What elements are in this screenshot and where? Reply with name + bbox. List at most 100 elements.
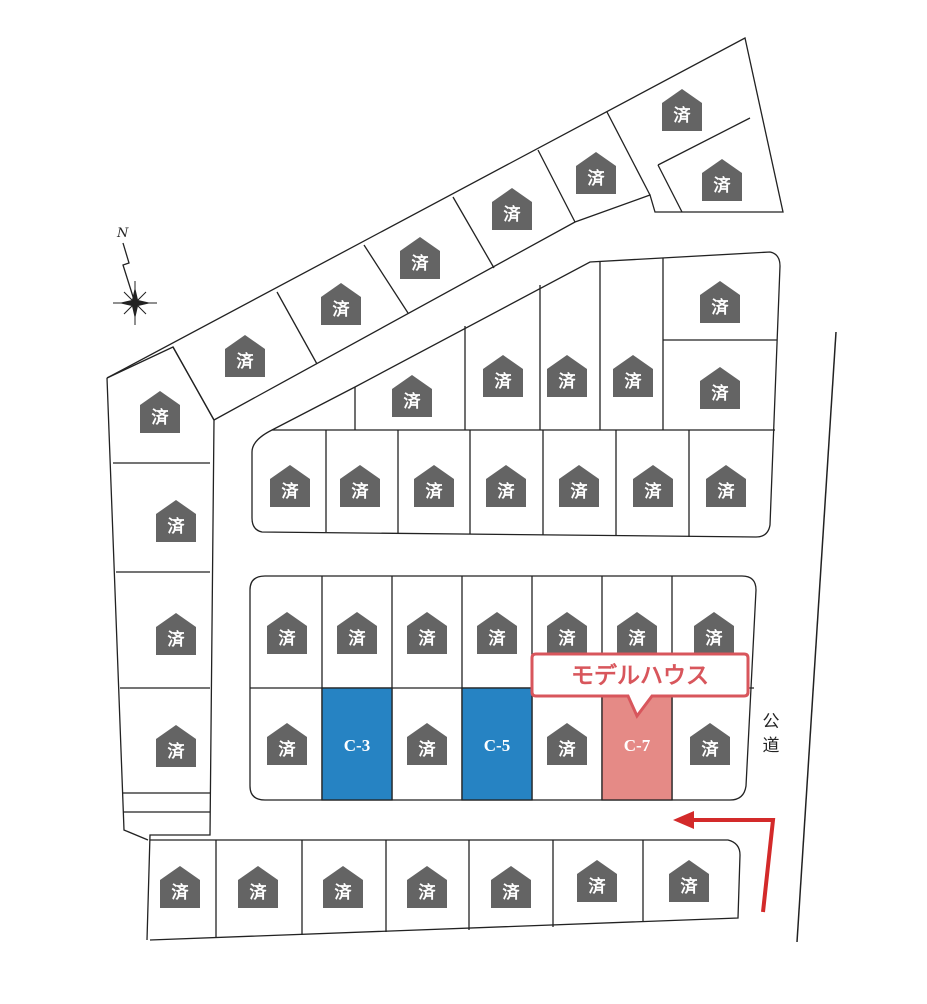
sold-lot-badge: 済 — [694, 612, 734, 654]
sold-mark: 済 — [559, 739, 577, 760]
sold-mark: 済 — [495, 371, 513, 392]
sold-mark: 済 — [712, 383, 730, 404]
upper-block — [251, 251, 781, 538]
sold-mark: 済 — [489, 628, 507, 649]
sold-lot-badge: 済 — [337, 612, 377, 654]
sold-lot-badge: 済 — [669, 860, 709, 902]
sold-house-icon — [156, 500, 196, 542]
sold-mark: 済 — [712, 297, 730, 318]
sold-lot-badge: 済 — [407, 723, 447, 765]
sold-mark: 済 — [419, 739, 437, 760]
sold-lot-badge: 済 — [633, 465, 673, 507]
sold-house-icon — [547, 355, 587, 397]
sold-lot-badge: 済 — [662, 89, 702, 131]
sold-house-icon — [706, 465, 746, 507]
sold-mark: 済 — [588, 168, 606, 189]
sold-lot-badge: 済 — [491, 866, 531, 908]
sold-house-icon — [225, 335, 265, 377]
sold-lot-badge: 済 — [156, 613, 196, 655]
sold-mark: 済 — [681, 876, 699, 897]
lot-label-c7: C-7 — [624, 736, 651, 755]
sold-lot-badge: 済 — [492, 188, 532, 230]
sold-mark: 済 — [629, 628, 647, 649]
sold-mark: 済 — [352, 481, 370, 502]
sold-lot-badge: 済 — [700, 281, 740, 323]
sold-lot-badge: 済 — [577, 860, 617, 902]
sold-house-icon — [340, 465, 380, 507]
public-road-edge — [796, 331, 837, 943]
sold-mark: 済 — [504, 204, 522, 225]
sold-house-icon — [407, 723, 447, 765]
sold-mark: 済 — [706, 628, 724, 649]
sold-house-icon — [577, 860, 617, 902]
sold-lot-badge: 済 — [547, 612, 587, 654]
sold-house-icon — [400, 237, 440, 279]
sold-lot-badge: 済 — [547, 723, 587, 765]
sold-lot-badge: 済 — [407, 866, 447, 908]
sold-house-icon — [547, 612, 587, 654]
sold-mark: 済 — [426, 481, 444, 502]
sold-mark: 済 — [714, 175, 732, 196]
sold-lot-badge: 済 — [156, 725, 196, 767]
lot-c3[interactable] — [321, 687, 393, 801]
sold-lot-badge: 済 — [617, 612, 657, 654]
sold-lot-badge: 済 — [156, 500, 196, 542]
sold-house-icon — [690, 723, 730, 765]
sold-house-icon — [267, 723, 307, 765]
sold-lot-badge: 済 — [392, 375, 432, 417]
sold-house-icon — [392, 375, 432, 417]
road-char-2: 道 — [763, 736, 780, 756]
sold-mark: 済 — [498, 481, 516, 502]
sold-lot-badge: 済 — [559, 465, 599, 507]
sold-house-icon — [321, 283, 361, 325]
sold-lot-badge: 済 — [238, 866, 278, 908]
sold-house-icon — [156, 725, 196, 767]
sold-mark: 済 — [152, 407, 170, 428]
sold-house-icon — [669, 860, 709, 902]
sold-house-icon — [270, 465, 310, 507]
sold-lot-badge: 済 — [414, 465, 454, 507]
sold-lot-badge: 済 — [547, 355, 587, 397]
sold-mark: 済 — [412, 253, 430, 274]
sold-mark: 済 — [674, 105, 692, 126]
lot-label-c5: C-5 — [484, 736, 510, 755]
sold-mark: 済 — [279, 739, 297, 760]
north-diagonal-lots — [106, 37, 784, 421]
sold-house-icon — [414, 465, 454, 507]
sold-mark: 済 — [419, 882, 437, 903]
sold-house-icon — [323, 866, 363, 908]
compass-north-label: N — [116, 226, 129, 241]
sold-mark: 済 — [589, 876, 607, 897]
sold-house-icon — [613, 355, 653, 397]
sold-lot-badge: 済 — [486, 465, 526, 507]
sold-mark: 済 — [503, 882, 521, 903]
sold-house-icon — [483, 355, 523, 397]
sold-house-icon — [576, 152, 616, 194]
sold-lot-badge: 済 — [690, 723, 730, 765]
sold-house-icon — [267, 612, 307, 654]
sold-house-icon — [238, 866, 278, 908]
sold-lot-badge: 済 — [400, 237, 440, 279]
sold-lot-badge: 済 — [323, 866, 363, 908]
sold-mark: 済 — [168, 516, 186, 537]
lot-label-c3: C-3 — [344, 736, 370, 755]
sold-mark: 済 — [279, 628, 297, 649]
sold-house-icon — [160, 866, 200, 908]
model-house-callout: モデルハウス — [530, 652, 750, 719]
sold-house-icon — [617, 612, 657, 654]
sold-house-icon — [492, 188, 532, 230]
model-house-label: モデルハウス — [571, 662, 709, 689]
sold-lot-badge: 済 — [225, 335, 265, 377]
sold-mark: 済 — [168, 741, 186, 762]
sold-mark: 済 — [404, 391, 422, 412]
sold-house-icon — [547, 723, 587, 765]
sold-badges: 済済済済済済済済済済済済済済済済済済済済済済済済済済済済済済済済済済済済済済済済… — [140, 89, 746, 908]
sold-house-icon — [694, 612, 734, 654]
sold-house-icon — [156, 613, 196, 655]
sold-mark: 済 — [718, 481, 736, 502]
south-row-lots — [149, 839, 741, 941]
north-compass: N — [113, 226, 157, 325]
lot-c5[interactable] — [461, 687, 533, 801]
sold-mark: 済 — [349, 628, 367, 649]
sold-mark: 済 — [282, 481, 300, 502]
